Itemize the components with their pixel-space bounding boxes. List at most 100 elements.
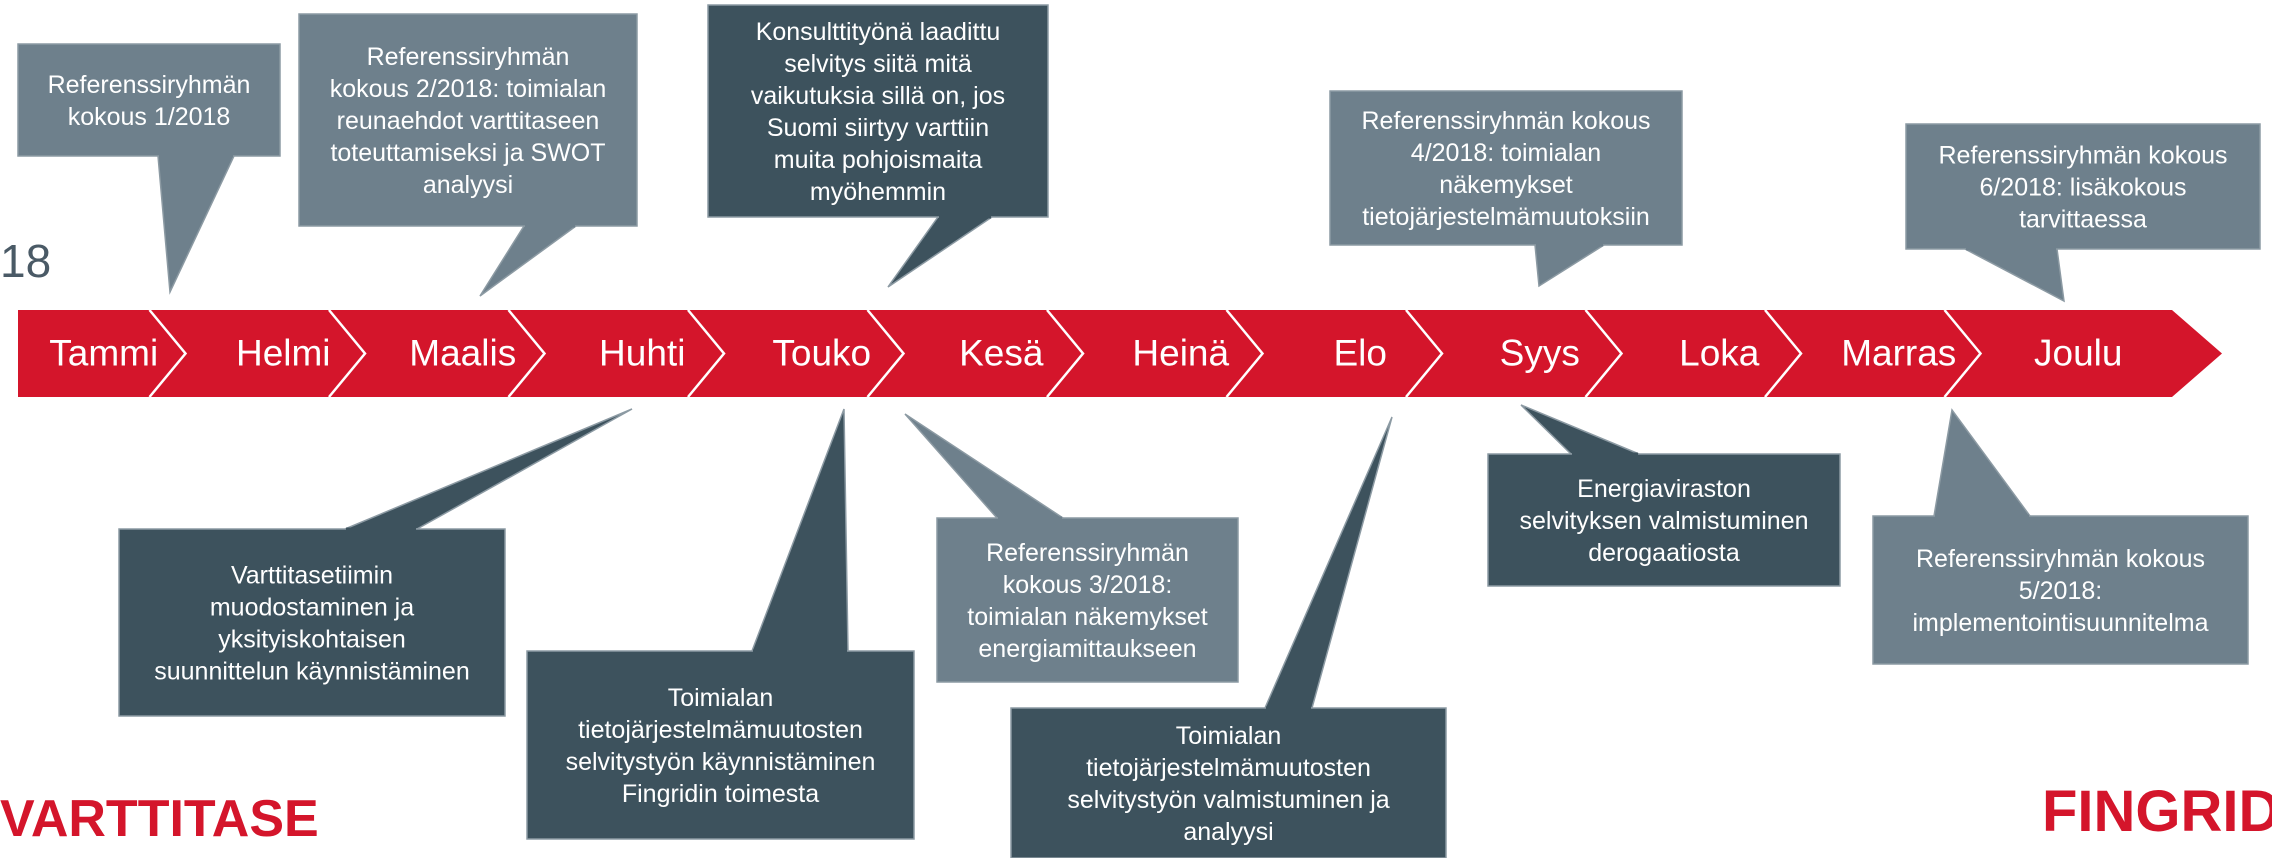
callout-ref-6: Referenssiryhmän kokous 6/2018: lisäkokou… [1905, 123, 2261, 303]
month-chevron-divider [687, 309, 726, 398]
callout-text-line: Toimialan [668, 684, 774, 712]
month-label-loka: Loka [1679, 332, 1760, 373]
callout-pointer [904, 413, 1066, 519]
callout-box [1010, 707, 1447, 858]
callout-energy: Energiaviraston selvityksen valmistuminen… [1487, 404, 1841, 587]
callout-pointer [344, 408, 633, 530]
callout-text-line: implementointisuunnitelma [1913, 609, 2209, 637]
callout-text-line: Referenssiryhmän [986, 539, 1189, 567]
month-timeline-band: Tammi Helmi Maalis Huhti Touko Kesä Heinä Elo Sy… [18, 309, 2222, 398]
callout-text-line: näkemykset [1439, 171, 1572, 199]
callout-text-line: Fingridin toimesta [622, 780, 819, 808]
month-label-maalis: Maalis [409, 332, 516, 373]
callout-text-line: muodostaminen ja [210, 594, 414, 622]
callout-text-line: suunnittelun käynnistäminen [154, 658, 469, 686]
callout-text-line: kokous 3/2018: [1003, 571, 1173, 599]
callout-text-line: selvitystyön käynnistäminen [566, 748, 876, 776]
callout-box [118, 528, 506, 717]
fingrid-logo: FINGRID [2042, 779, 2272, 844]
callout-pointer [1534, 244, 1607, 288]
callout-text-line: 4/2018: toimialan [1411, 139, 1601, 167]
callout-ref-2: Referenssiryhmän kokous 2/2018: toimialan… [298, 13, 638, 297]
callout-text-line: yksityiskohtaisen [218, 626, 406, 654]
callout-text-line: toteuttamiseksi ja SWOT [330, 139, 605, 167]
callout-text-line: Toimialan [1176, 722, 1282, 750]
callout-text-line: kokous 2/2018: toimialan [330, 75, 607, 103]
month-chevron-divider [1943, 309, 1983, 398]
callout-box [1905, 123, 2261, 250]
callout-text-line: Referenssiryhmän kokous [1916, 545, 2205, 573]
month-chevron-divider [1584, 309, 1624, 398]
callout-pointer [157, 155, 236, 295]
callout-box [936, 517, 1239, 683]
month-chevron-divider [1764, 309, 1803, 398]
callout-ref-5: Referenssiryhmän kokous 5/2018: implemento… [1872, 408, 2249, 665]
month-label-joulu: Joulu [2034, 332, 2122, 373]
callout-pointer [887, 216, 995, 288]
month-chevron-divider [328, 309, 367, 398]
callout-box [526, 650, 915, 840]
callout-pointer [750, 408, 849, 652]
callout-pointer [1263, 416, 1393, 709]
callout-text-line: kokous 1/2018 [68, 103, 231, 131]
callout-consult: Konsulttityönä laadittu selvitys siitä mi… [707, 4, 1049, 288]
month-label-heinä: Heinä [1132, 332, 1229, 373]
callout-text-line: Referenssiryhmän [367, 43, 570, 71]
callout-text-line: reunaehdot varttitaseen [337, 107, 600, 135]
month-label-huhti: Huhti [599, 332, 685, 373]
callout-text-line: myöhemmin [810, 178, 946, 206]
timeline-band-shape [18, 310, 2222, 397]
callout-text-line: analyysi [423, 171, 513, 199]
month-chevron-divider [1225, 309, 1265, 398]
month-label-elo: Elo [1334, 332, 1387, 373]
callout-text-line: selvityksen valmistuminen [1520, 507, 1809, 535]
callout-text-line: 6/2018: lisäkokous [1979, 174, 2186, 202]
callout-text-line: derogaatiosta [1588, 539, 1740, 567]
callout-pointer [1964, 248, 2065, 303]
callout-text-line: Konsulttityönä laadittu [756, 18, 1001, 46]
callout-box [298, 13, 638, 227]
callout-text-line: tarvittaessa [2019, 206, 2147, 234]
callout-text-line: vaikutuksia sillä on, jos [751, 82, 1005, 110]
varttitase-logo: VARTTITASE [0, 790, 319, 848]
callout-box [1487, 453, 1841, 587]
callout-pointer [479, 225, 579, 297]
callout-box [1872, 515, 2249, 665]
callout-text-line: 5/2018: [2019, 577, 2102, 605]
callout-text-line: Energiaviraston [1577, 475, 1751, 503]
month-chevron-divider [866, 309, 906, 398]
month-label-marras: Marras [1841, 332, 1956, 373]
month-chevron-divider [1046, 309, 1085, 398]
callout-text-line: Referenssiryhmän kokous [1938, 142, 2227, 170]
month-chevron-divider [507, 309, 547, 398]
callout-text-line: tietojärjestelmämuutosten [1086, 754, 1371, 782]
month-label-syys: Syys [1500, 332, 1580, 373]
callout-pointer [1520, 404, 1640, 455]
year-fragment: 18 [0, 235, 51, 287]
month-label-kesä: Kesä [959, 332, 1044, 373]
callout-text-line: selvitystyön valmistuminen ja [1067, 786, 1389, 814]
callout-text-line: muita pohjoismaita [774, 146, 983, 174]
month-chevron-divider [1405, 309, 1444, 398]
callout-pointer [1933, 408, 2032, 517]
callout-text-line: analyysi [1183, 818, 1273, 846]
callout-teams: Varttitasetiimin muodostaminen ja yksityis… [118, 408, 633, 717]
callout-text-line: Referenssiryhmän [48, 71, 251, 99]
callout-it-done: Toimialan tietojärjestelmämuutosten selvit… [1010, 416, 1447, 858]
callout-text-line: tietojärjestelmämuutoksiin [1362, 203, 1650, 231]
callout-text-line: energiamittaukseen [978, 635, 1196, 663]
callout-box [707, 4, 1049, 218]
callout-ref-1: Referenssiryhmän kokous 1/2018 [17, 43, 281, 295]
month-label-touko: Touko [772, 332, 871, 373]
month-label-tammi: Tammi [49, 332, 158, 373]
month-chevron-divider [148, 309, 188, 398]
month-label-helmi: Helmi [236, 332, 331, 373]
callout-text-line: selvitys siitä mitä [784, 50, 972, 78]
callout-it-start: Toimialantietojärjestelmämuutostenselvit… [526, 408, 915, 840]
callout-text-line: Varttitasetiimin [231, 562, 393, 590]
callout-text-line: Suomi siirtyy varttiin [767, 114, 989, 142]
